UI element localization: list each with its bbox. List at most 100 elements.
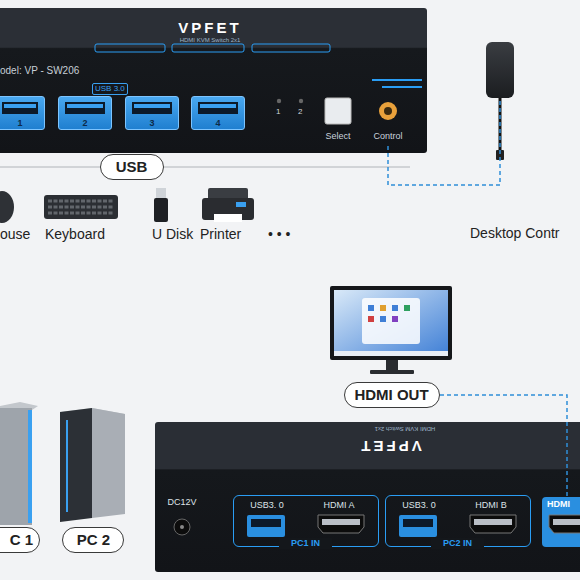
usb-tongue	[134, 104, 170, 108]
model-text: odel: VP - SW206	[0, 65, 79, 77]
usb-slot	[403, 519, 433, 527]
output-pill: HDMI OUT	[344, 382, 440, 408]
hdmi-out-port: HDMI	[542, 497, 580, 547]
app-icon	[392, 305, 398, 311]
input-group: PC2 IN USB3. 0 HDMI B	[385, 495, 531, 547]
pc-led	[28, 410, 32, 523]
usb-tongue	[67, 104, 103, 108]
usb-port: USB3. 0	[241, 500, 293, 542]
node-text: VPFET	[315, 437, 465, 455]
monitor-bezel	[330, 286, 452, 360]
kvm-switch-back: VPFET HDMI KVM Switch 2x1DC12V PC1 IN USB3.…	[155, 422, 580, 572]
hdmi-pins	[322, 519, 360, 525]
usb-version-tag: USB 3.0	[92, 83, 128, 95]
dc-pin	[180, 525, 184, 529]
usb-tongue	[200, 104, 236, 108]
hdmi-port	[318, 515, 364, 533]
usb-port: USB3. 0	[393, 500, 445, 542]
usb-slot	[251, 519, 281, 527]
usb-port: 4	[191, 96, 245, 130]
node-text: HDMI KVM Switch 2x1	[330, 425, 480, 432]
udisk-plug	[156, 188, 166, 199]
keyboard-keys	[48, 200, 114, 203]
cable-plug	[496, 150, 504, 160]
node-text: Control	[360, 131, 416, 142]
pc-led	[66, 420, 68, 512]
pc-pill: PC 2	[62, 527, 124, 553]
app-icon	[404, 305, 410, 311]
dashed-connector	[388, 98, 500, 185]
node-text: 1	[0, 118, 44, 129]
start-menu	[362, 298, 420, 344]
node-text: HDMI B	[458, 500, 524, 511]
dc-jack	[174, 519, 190, 535]
node-text: HDMI A	[306, 500, 372, 511]
node-text: VPFET	[95, 19, 325, 37]
hdmi-pins	[474, 519, 512, 525]
printer-display	[236, 202, 246, 207]
node-text: USB3. 0	[241, 500, 293, 511]
node-text: C 1	[0, 531, 33, 549]
usb-port: 2	[58, 96, 112, 130]
device-caption: U Disk	[152, 226, 193, 243]
usb-port: 3	[125, 96, 179, 130]
node-text: USB	[101, 158, 162, 176]
kvm-switch-front: VPFETHDMI KVM Switch 2x11234SelectContro…	[0, 8, 427, 153]
power-port: DC12V	[163, 497, 201, 545]
device-stripe	[382, 86, 422, 88]
device-caption: ouse	[0, 226, 30, 243]
usb-port: 1	[0, 96, 45, 130]
node-text: 4	[192, 118, 244, 129]
app-icon	[392, 316, 398, 322]
hdmi-port	[470, 515, 516, 533]
hdmi-pins	[553, 519, 580, 525]
select-button: Select	[316, 96, 360, 146]
pc-tower	[60, 408, 92, 522]
led-number: 1	[276, 107, 280, 117]
node-text: 2	[59, 118, 111, 129]
node-text: HDMI OUT	[345, 386, 438, 404]
usb-slot	[132, 102, 172, 114]
device-caption: • • •	[268, 226, 290, 243]
pc-side	[92, 408, 125, 518]
usb-slot	[198, 102, 238, 114]
category-pill: USB	[100, 154, 164, 180]
app-icon	[380, 305, 386, 311]
node-text: PC2 IN	[431, 538, 484, 549]
keyboard-icon	[44, 195, 118, 219]
keyboard-keys	[48, 212, 114, 215]
app-icon	[368, 316, 374, 322]
usb-slot	[2, 102, 38, 114]
node-text: DC12V	[163, 497, 201, 508]
usb-port	[247, 515, 285, 537]
node-text: HDMI	[547, 499, 580, 510]
device-tag	[95, 44, 165, 52]
node-text: HDMI KVM Switch 2x1	[135, 37, 285, 44]
udisk-icon	[154, 198, 168, 222]
usb-port	[399, 515, 437, 537]
keyboard-keys	[48, 206, 114, 209]
device-caption: Printer	[200, 226, 241, 243]
node-text: PC1 IN	[279, 538, 332, 549]
app-icon	[368, 305, 374, 311]
node-text: 3	[126, 118, 178, 129]
control-jack-hole	[384, 107, 392, 115]
device-tag	[172, 44, 244, 52]
led-number: 2	[298, 107, 302, 117]
node-text: Select	[310, 131, 366, 142]
control-jack	[379, 102, 397, 120]
led-dot	[277, 99, 281, 103]
usb-tongue	[4, 104, 36, 108]
device-stripe	[372, 79, 422, 81]
pc-tower	[0, 408, 32, 525]
mouse-icon	[0, 191, 14, 223]
control-port: Control	[366, 96, 410, 146]
device-caption: Keyboard	[45, 226, 105, 243]
desktop-controller: Desktop Contr	[486, 42, 514, 98]
device-tag	[252, 44, 330, 52]
pc-pill: C 1	[0, 527, 40, 553]
monitor-neck	[386, 360, 398, 371]
node-text: USB3. 0	[393, 500, 445, 511]
